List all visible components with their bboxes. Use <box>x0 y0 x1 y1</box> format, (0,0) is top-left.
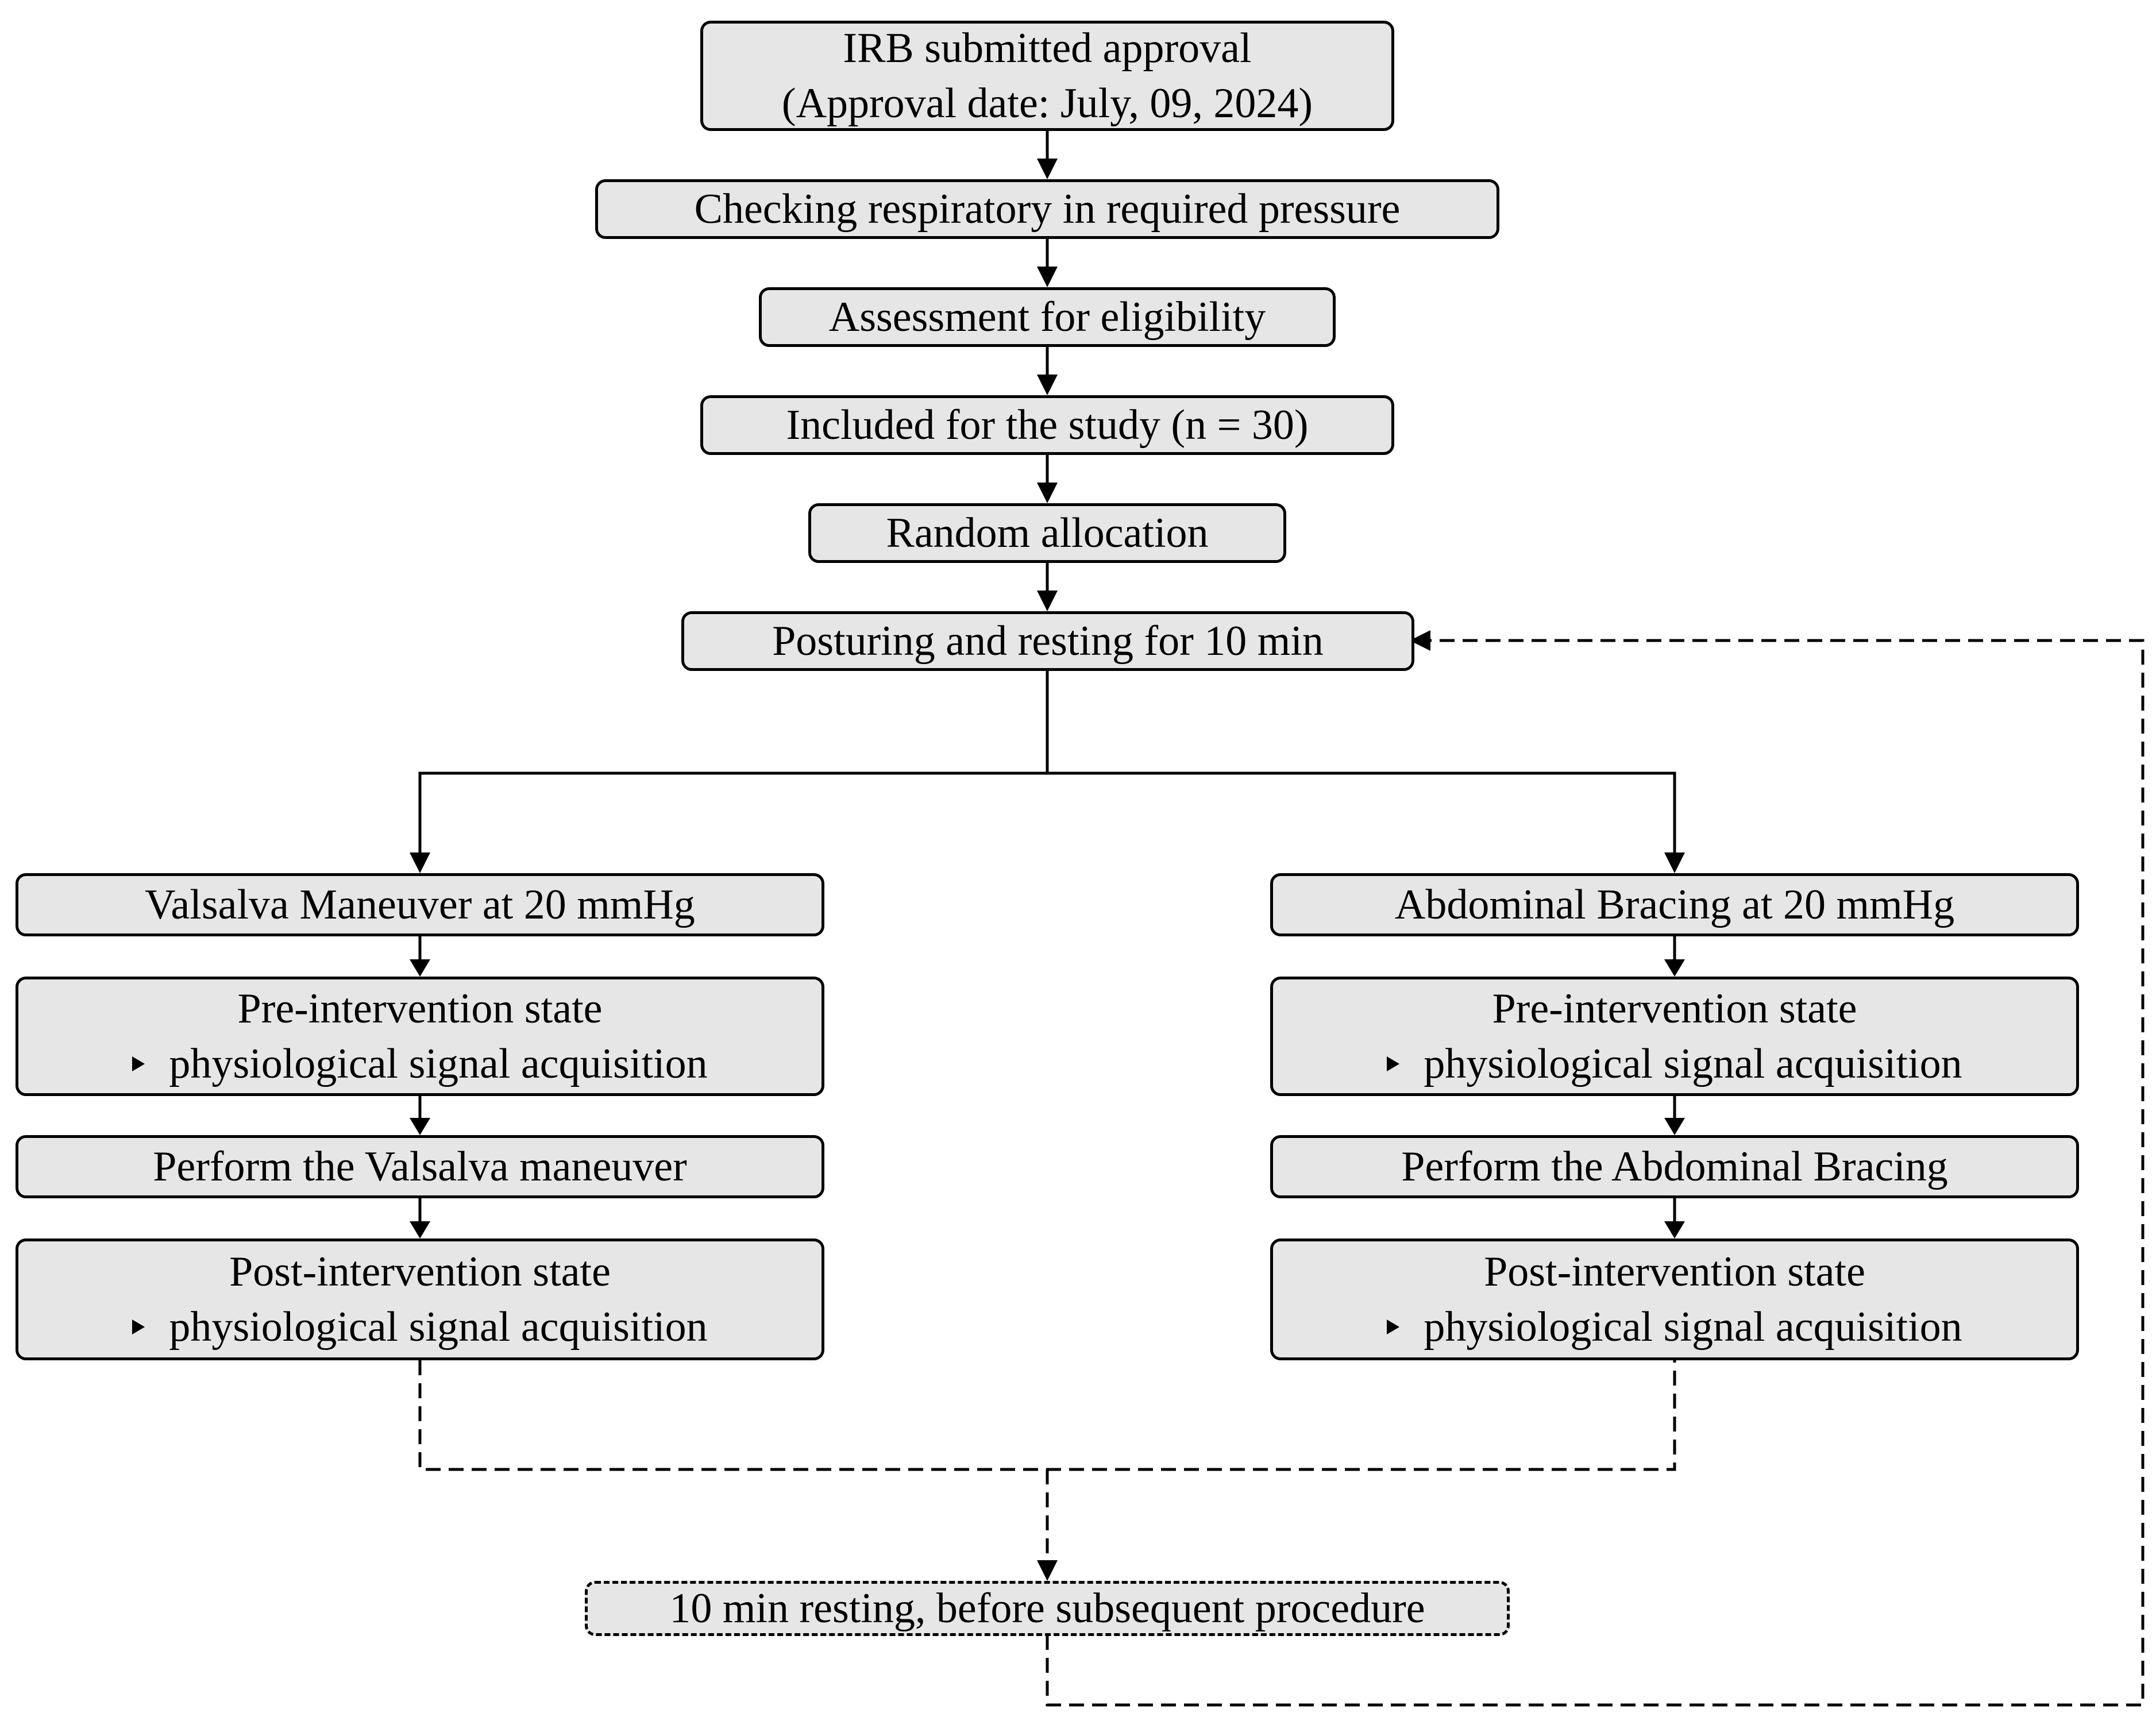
left-post-title: Post-intervention state <box>229 1248 611 1295</box>
valsalva-header-label: Valsalva Maneuver at 20 mmHg <box>145 881 695 928</box>
left-post-intervention-box: Post-intervention state physiological si… <box>16 1239 824 1360</box>
bullet-triangle-icon <box>1387 1056 1400 1071</box>
checking-respiratory-label: Checking respiratory in required pressur… <box>694 186 1401 233</box>
bullet-triangle-icon <box>132 1320 145 1334</box>
abdominal-header-box: Abdominal Bracing at 20 mmHg <box>1270 873 2079 936</box>
assessment-eligibility-box: Assessment for eligibility <box>759 287 1336 347</box>
right-pre-intervention-box: Pre-intervention state physiological sig… <box>1270 977 2079 1096</box>
resting-label: 10 min resting, before subsequent proced… <box>669 1585 1425 1632</box>
right-post-intervention-box: Post-intervention state physiological si… <box>1270 1239 2079 1360</box>
left-pre-title: Pre-intervention state <box>237 985 603 1032</box>
perform-abdominal-box: Perform the Abdominal Bracing <box>1270 1135 2079 1198</box>
posturing-label: Posturing and resting for 10 min <box>772 618 1324 665</box>
arrowhead <box>1664 1118 1685 1135</box>
arrowhead <box>410 1221 430 1239</box>
random-allocation-label: Random allocation <box>886 510 1209 557</box>
checking-respiratory-box: Checking respiratory in required pressur… <box>595 179 1499 239</box>
left-post-bullet: physiological signal acquisition <box>169 1303 708 1351</box>
arrowhead <box>1037 591 1058 611</box>
right-pre-title: Pre-intervention state <box>1492 985 1857 1032</box>
arrowhead <box>1664 959 1685 977</box>
irb-approval-date: (Approval date: July, 09, 2024) <box>781 80 1313 127</box>
dashed-loop-back <box>1046 639 2145 1707</box>
posturing-resting-box: Posturing and resting for 10 min <box>681 611 1414 671</box>
arrowhead <box>1037 375 1058 395</box>
split-connector <box>418 671 1049 852</box>
arrowhead <box>410 1118 430 1135</box>
perform-valsalva-label: Perform the Valsalva maneuver <box>153 1143 687 1190</box>
resting-before-procedure-box: 10 min resting, before subsequent proced… <box>585 1581 1510 1636</box>
random-allocation-box: Random allocation <box>808 503 1286 563</box>
split-connector-right <box>1047 771 1676 852</box>
right-post-bullet: physiological signal acquisition <box>1424 1303 1962 1351</box>
arrowhead <box>1664 1221 1685 1239</box>
abdominal-header-label: Abdominal Bracing at 20 mmHg <box>1394 881 1955 928</box>
right-pre-bullet: physiological signal acquisition <box>1424 1040 1962 1087</box>
bullet-triangle-icon <box>132 1056 145 1071</box>
arrowhead <box>1037 267 1058 287</box>
left-pre-intervention-box: Pre-intervention state physiological sig… <box>16 977 824 1096</box>
arrowhead <box>410 959 430 977</box>
assessment-label: Assessment for eligibility <box>828 294 1266 341</box>
arrowhead <box>410 852 430 873</box>
arrowhead <box>1664 852 1685 873</box>
perform-valsalva-box: Perform the Valsalva maneuver <box>16 1135 824 1198</box>
irb-approval-box: IRB submitted approval (Approval date: J… <box>700 21 1394 131</box>
arrowhead <box>1037 483 1058 503</box>
included-study-box: Included for the study (n = 30) <box>700 395 1394 455</box>
arrowhead <box>1410 630 1430 651</box>
dashed-merge-connector <box>418 1360 1676 1471</box>
arrowhead <box>1037 159 1058 179</box>
right-post-title: Post-intervention state <box>1484 1248 1865 1295</box>
valsalva-header-box: Valsalva Maneuver at 20 mmHg <box>16 873 824 936</box>
arrowhead <box>1037 1560 1058 1581</box>
included-label: Included for the study (n = 30) <box>786 402 1309 449</box>
irb-title: IRB submitted approval <box>843 25 1252 72</box>
left-pre-bullet: physiological signal acquisition <box>169 1040 708 1087</box>
bullet-triangle-icon <box>1387 1320 1400 1334</box>
perform-abdominal-label: Perform the Abdominal Bracing <box>1401 1143 1948 1190</box>
